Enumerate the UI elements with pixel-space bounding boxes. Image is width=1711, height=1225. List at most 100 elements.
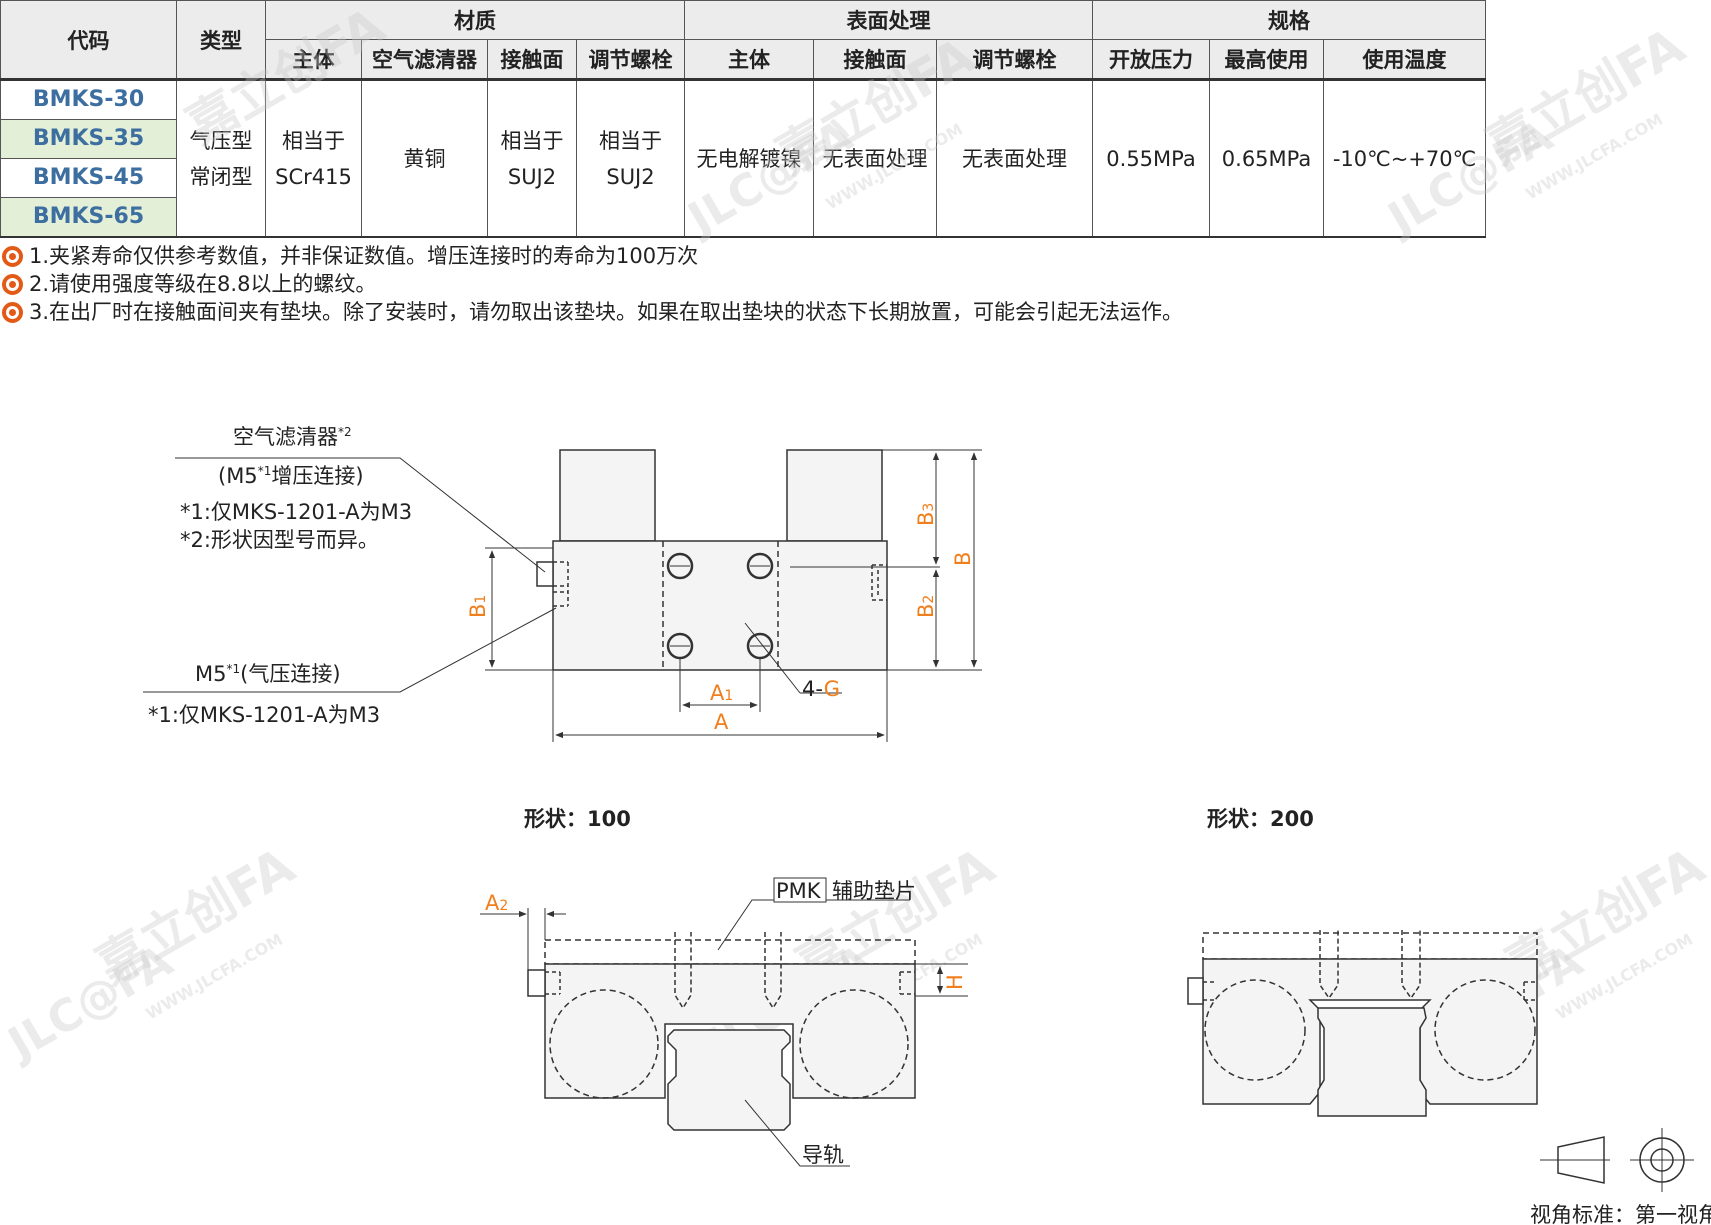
shape-100-title: 形状：100	[524, 807, 631, 831]
material-body-line-2: SCr415	[275, 164, 352, 189]
top-view-labels: 空气滤清器*2 (M5*1增压连接) *1:仅MKS-1201-A为M3 *2:…	[148, 425, 975, 734]
aux-spacer	[544, 939, 916, 965]
header-surface: 表面处理	[683, 0, 1094, 40]
mount-hole	[666, 552, 694, 580]
guide-rail	[667, 1029, 791, 1131]
air-filter-note-1: *1:仅MKS-1201-A为M3	[180, 500, 412, 524]
pmk-label: 辅助垫片	[832, 879, 916, 903]
pmk-code: PMK	[776, 879, 822, 903]
notes-list: 1.夹紧寿命仅供参考数值，并非保证数值。增压连接时的寿命为100万次 2.请使用…	[0, 242, 1183, 326]
shape-200-body	[1202, 958, 1538, 1105]
temperature-cell: -10℃~+70℃	[1323, 79, 1487, 238]
code-cell[interactable]: BMKS-45	[0, 158, 177, 198]
material-body-cell: 相当于 SCr415	[265, 79, 362, 238]
shape-100-drawing	[527, 932, 916, 1131]
top-view-drawing	[536, 449, 940, 671]
header-material: 材质	[265, 0, 685, 40]
clamp-body	[552, 540, 888, 671]
header-temperature: 使用温度	[1323, 39, 1487, 80]
surface-body-cell: 无电解镀镍	[684, 79, 814, 238]
mount-hole	[746, 552, 774, 580]
piston-circle	[549, 989, 659, 1099]
header-material-filter: 空气滤清器	[361, 39, 488, 80]
air-filter-label: 空气滤清器*2	[233, 425, 352, 449]
shape-100-body	[544, 963, 916, 1099]
first-angle-projection-icon	[1540, 1128, 1694, 1192]
aux-spacer	[1202, 932, 1538, 960]
view-standard-label: 视角标准：第一视角	[1530, 1203, 1711, 1225]
air-filter-connection-label: (M5*1增压连接)	[218, 464, 364, 488]
note-text: 1.夹紧寿命仅供参考数值，并非保证数值。增压连接时的寿命为100万次	[29, 244, 699, 268]
note-text: 3.在出厂时在接触面间夹有垫块。除了安装时，请勿取出该垫块。如果在取出垫块的状态…	[29, 300, 1184, 324]
svg-text:嘉立创FA: 嘉立创FA	[87, 836, 304, 995]
dim-A1: A1	[710, 681, 733, 705]
material-filter-cell: 黄铜	[361, 79, 488, 238]
piston-circle	[1434, 979, 1536, 1081]
air-filter-fitting	[536, 561, 554, 587]
material-bolt-cell: 相当于 SUJ2	[576, 79, 685, 238]
shape-100-dimensions	[480, 899, 968, 1167]
header-max-use: 最高使用	[1209, 39, 1325, 80]
material-contact-cell: 相当于 SUJ2	[487, 79, 577, 238]
header-spec: 规格	[1092, 0, 1487, 40]
type-line-1: 气压型	[189, 128, 253, 153]
dim-A2: A2	[485, 891, 508, 915]
surface-bolt-cell: 无表面处理	[935, 79, 1094, 238]
material-contact-line-2: SUJ2	[507, 164, 557, 189]
code-cell[interactable]: BMKS-35	[0, 119, 177, 159]
note-item: 2.请使用强度等级在8.8以上的螺纹。	[0, 270, 1183, 298]
header-material-body: 主体	[265, 39, 362, 80]
shape-200-title: 形状：200	[1207, 807, 1314, 831]
air-connection-note: *1:仅MKS-1201-A为M3	[148, 703, 380, 727]
material-contact-line-1: 相当于	[500, 128, 564, 153]
surface-contact-cell: 无表面处理	[813, 79, 937, 238]
header-material-contact: 接触面	[487, 39, 577, 80]
code-cell[interactable]: BMKS-30	[0, 79, 177, 120]
header-code: 代码	[0, 0, 177, 80]
material-body-line-1: 相当于	[282, 128, 345, 153]
bullet-icon	[2, 273, 23, 295]
shape-200-drawing	[1187, 930, 1538, 1117]
max-use-cell: 0.65MPa	[1209, 79, 1325, 238]
material-bolt-line-2: SUJ2	[606, 164, 655, 189]
top-view-dimensions	[143, 449, 982, 742]
shape-100-labels: PMK 辅助垫片 导轨 A2 H	[485, 877, 967, 1167]
svg-text:嘉立创FA: 嘉立创FA	[767, 26, 984, 185]
piston-circle	[1204, 979, 1306, 1081]
type-cell: 气压型 常闭型	[176, 79, 266, 238]
header-material-bolt: 调节螺栓	[576, 39, 685, 80]
header-open-pressure: 开放压力	[1092, 39, 1211, 80]
left-jaw	[559, 449, 656, 542]
dim-B: B	[951, 552, 975, 566]
dim-A: A	[714, 710, 729, 734]
right-jaw	[786, 449, 883, 542]
air-filter-note-2: *2:形状因型号而异。	[180, 528, 379, 552]
header-surface-bolt: 调节螺栓	[935, 39, 1094, 80]
dim-B2: B2	[914, 595, 938, 618]
guide-rail	[1317, 1007, 1427, 1117]
svg-text:嘉立创FA: 嘉立创FA	[177, 0, 394, 155]
pmk-box	[773, 877, 827, 903]
dim-H: H	[943, 974, 967, 990]
bullet-icon	[2, 245, 23, 267]
dim-B1: B1	[466, 595, 490, 618]
bullet-icon	[2, 301, 23, 323]
dim-B3: B3	[914, 503, 938, 526]
header-type: 类型	[176, 0, 266, 80]
code-cell[interactable]: BMKS-65	[0, 197, 177, 238]
type-line-2: 常闭型	[189, 164, 253, 189]
fitting	[527, 969, 546, 997]
note-text: 2.请使用强度等级在8.8以上的螺纹。	[29, 272, 377, 296]
note-item: 1.夹紧寿命仅供参考数值，并非保证数值。增压连接时的寿命为100万次	[0, 242, 1183, 270]
piston-circle	[799, 989, 909, 1099]
header-surface-contact: 接触面	[813, 39, 937, 80]
note-item: 3.在出厂时在接触面间夹有垫块。除了安装时，请勿取出该垫块。如果在取出垫块的状态…	[0, 298, 1183, 326]
holes-label: 4-G	[802, 677, 840, 701]
spec-table: 代码 类型 材质 表面处理 规格 主体 空气滤清器 接触面 调节螺栓 主体 接触…	[0, 0, 1487, 238]
fitting	[1187, 977, 1204, 1005]
header-surface-body: 主体	[684, 39, 814, 80]
rail-label: 导轨	[802, 1143, 844, 1167]
air-connection-label: M5*1(气压连接)	[195, 662, 341, 686]
material-bolt-line-1: 相当于	[599, 128, 662, 153]
